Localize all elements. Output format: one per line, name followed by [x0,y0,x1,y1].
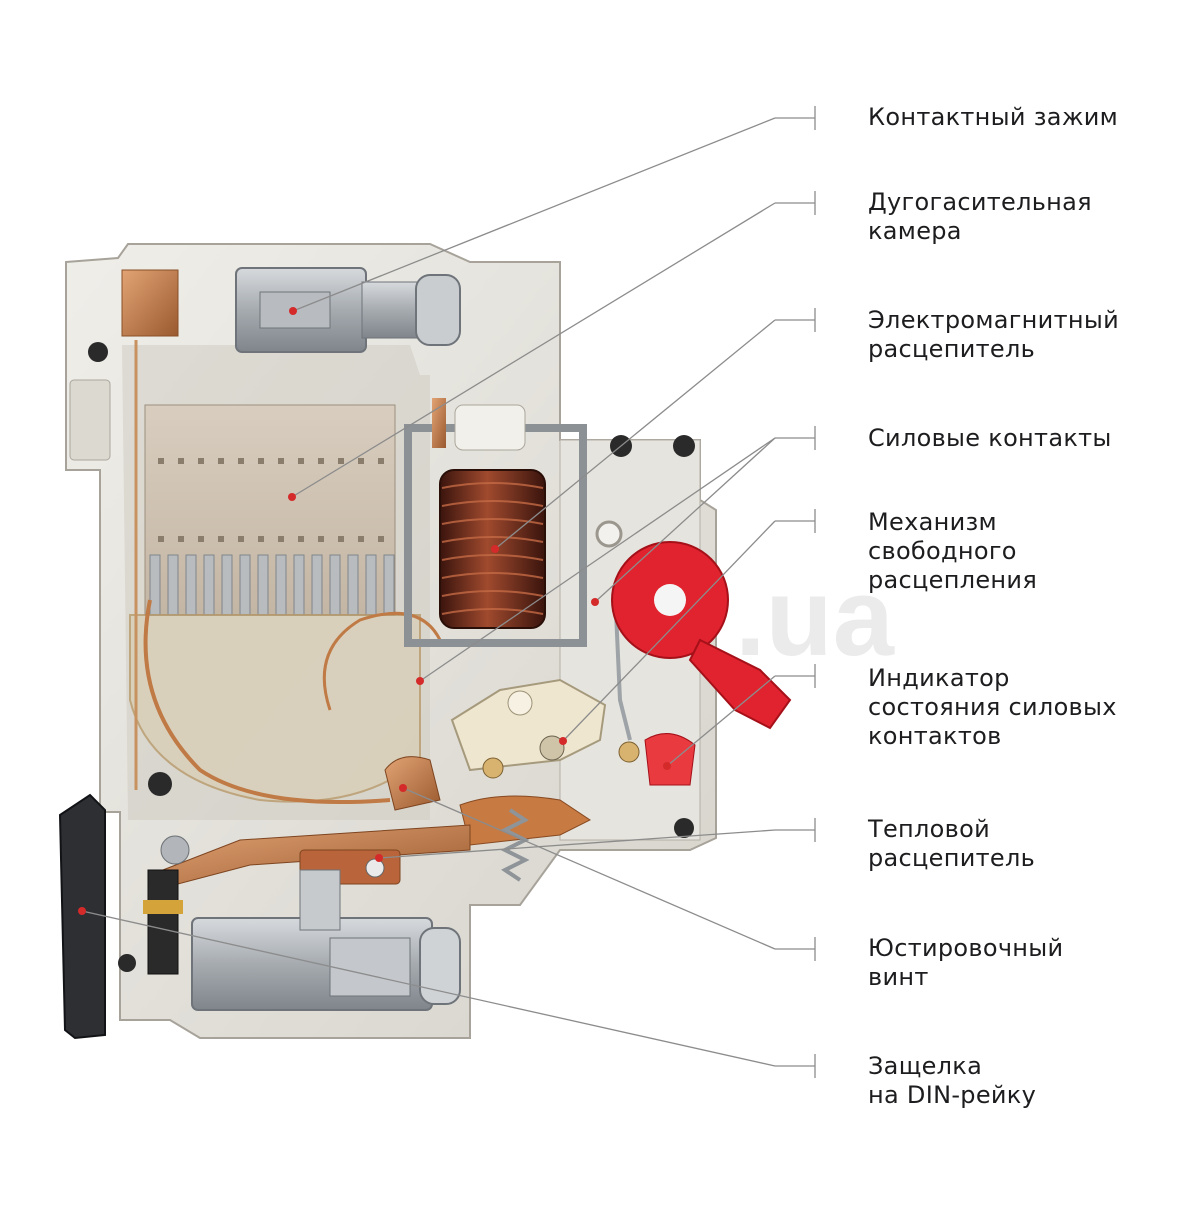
trip-pivot [482,757,504,779]
callout-line: Контактный зажим [868,103,1119,131]
marker-dot [375,854,383,862]
leader-line [402,787,776,950]
callout-arc-chute: Дугогасительная камера [868,188,1188,246]
coil-turns [441,482,544,615]
leader-line [291,202,776,498]
callout-line: на DIN-рейку [868,1081,1037,1109]
leader-lines [81,106,816,1078]
moving-contact [384,756,441,811]
copper-wire [143,599,391,804]
thermal-screw [365,858,385,878]
leader-line [494,319,776,550]
trip-mechanism [450,589,640,779]
top-copper-tab [121,269,179,337]
marker-dot [78,907,86,915]
leader-line [666,675,776,767]
bottom-clamp-screw-head [419,927,461,1005]
copper-link [432,398,446,448]
housing-hole [595,520,623,548]
callout-line: Дугогасительная [868,188,1092,216]
callout-adjusting-screw: Юстировочный винт [868,934,1188,992]
callout-trip-mechanism: Механизм свободного расцепления [868,508,1188,595]
spring [500,808,530,882]
latch-spring-tab [143,900,183,914]
callout-line: Силовые контакты [868,424,1112,452]
din-rail-latch [58,793,106,1040]
callout-contact-clamp: Контактный зажим [868,103,1188,132]
callout-line: контактов [868,722,1002,750]
marker-dot [491,545,499,553]
callout-line: расцепитель [868,335,1036,363]
arc-chute [144,404,396,616]
callout-magnetic-release: Электромагнитный расцепитель [868,306,1188,364]
leader-line [81,910,776,1067]
arc-chute-plates [149,554,395,616]
callout-line: состояния силовых [868,693,1117,721]
callout-power-contacts: Силовые контакты [868,424,1188,453]
leader-line [594,437,776,603]
latch-spring-coil [160,835,190,865]
housing-hole [673,435,695,457]
housing-hole [674,818,694,838]
marker-dot [663,762,671,770]
trip-pivot [618,741,640,763]
callout-contact-indicator: Индикатор состояния силовых контактов [868,664,1188,751]
leader-line [562,520,776,742]
callout-line: Юстировочный [868,934,1064,962]
bottom-terminal-clamp [191,869,461,1011]
marker-dots [78,307,671,915]
copper-wire [322,611,442,711]
housing-hole [88,342,108,362]
leader-line [419,437,776,682]
callout-line: расцепитель [868,844,1036,872]
callout-din-latch: Защелка на DIN-рейку [868,1052,1188,1110]
leader-line [292,117,776,312]
callout-line: свободного [868,537,1017,565]
contact-indicator-window [644,733,696,786]
top-terminal-clamp [235,267,461,353]
red-handle [611,541,792,786]
red-handle-arm [688,638,792,730]
top-clamp-screw-shaft [361,281,419,339]
trip-pivot [507,690,533,716]
bottom-clamp-screw [329,937,411,997]
housing-hole [118,954,136,972]
marker-dot [559,737,567,745]
marker-dot [288,493,296,501]
housing-hole [148,772,172,796]
trip-pivot [539,735,565,761]
bottom-clamp-plate [299,869,341,931]
top-clamp-screw-head [415,274,461,346]
marker-dot [591,598,599,606]
housing-left-lug [69,379,111,461]
callout-line: Защелка [868,1052,983,1080]
watermark-text: .ua [735,556,895,679]
callout-line: Индикатор [868,664,1010,692]
leader-line [378,829,776,859]
callout-line: Механизм [868,508,997,536]
callout-line: винт [868,963,929,991]
arc-chute-slots [158,458,384,542]
callout-line: Электромагнитный [868,306,1119,334]
callout-line: камера [868,217,962,245]
red-handle-center [654,584,686,616]
marker-dot [289,307,297,315]
marker-dot [416,677,424,685]
callout-line: расцепления [868,566,1038,594]
callout-line: Тепловой [868,815,990,843]
latch-spring [147,869,179,975]
marker-dot [399,784,407,792]
callout-thermal-release: Тепловой расцепитель [868,815,1188,873]
coil-plunger-cap [454,404,526,451]
trip-link-wire [613,589,632,741]
